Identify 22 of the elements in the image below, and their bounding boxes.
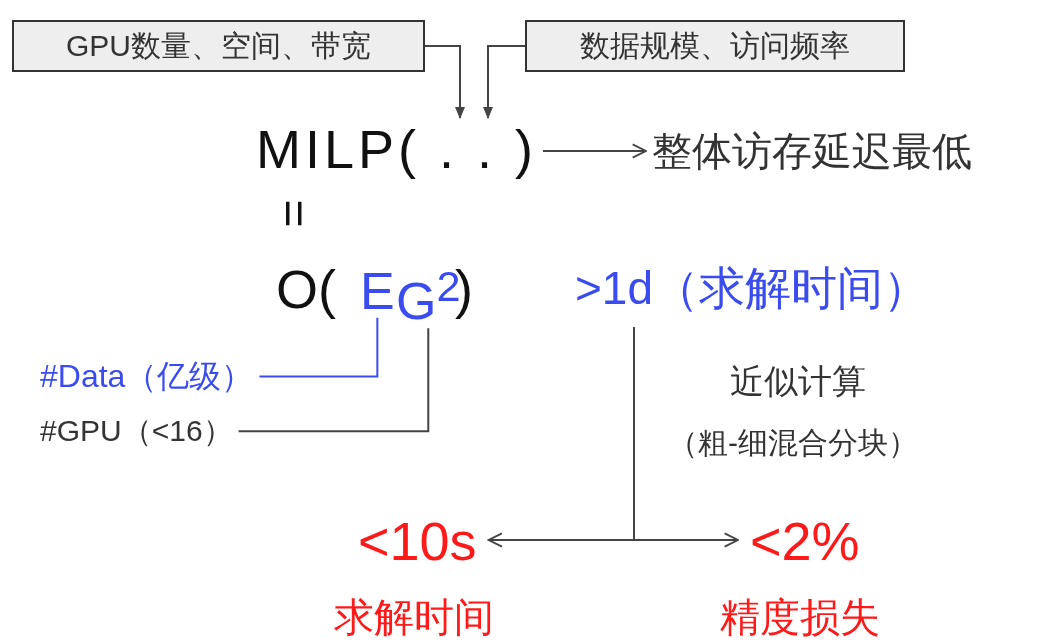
equals-sign: = (266, 199, 322, 228)
annotation-text: #GPU（<16） (40, 414, 233, 449)
caption-text: 求解时间 (334, 594, 494, 640)
result-text: <10s (358, 510, 477, 573)
caption-text: 精度损失 (720, 594, 880, 640)
arrow (424, 45, 465, 119)
leader-line (237, 327, 430, 433)
arrow (542, 143, 647, 159)
annotation-text: #Data（亿级） (40, 358, 254, 395)
formula-text: O( (276, 258, 336, 321)
input-box: 数据规模、访问频率 (525, 20, 905, 72)
goal-text: 整体访存延迟最低 (652, 128, 972, 174)
leader-line (258, 316, 379, 378)
variable-text: E (360, 262, 395, 322)
note-text: （粗-细混合分块） (668, 426, 918, 461)
arrow (633, 325, 739, 548)
note-text: 近似计算 (730, 362, 866, 402)
input-box: GPU数量、空间、带宽 (12, 20, 425, 72)
result-text: <2% (750, 510, 860, 573)
formula-text: MILP( . . ) (256, 118, 537, 181)
arrow (483, 45, 526, 119)
result-text: >1d（求解时间） (575, 262, 930, 315)
